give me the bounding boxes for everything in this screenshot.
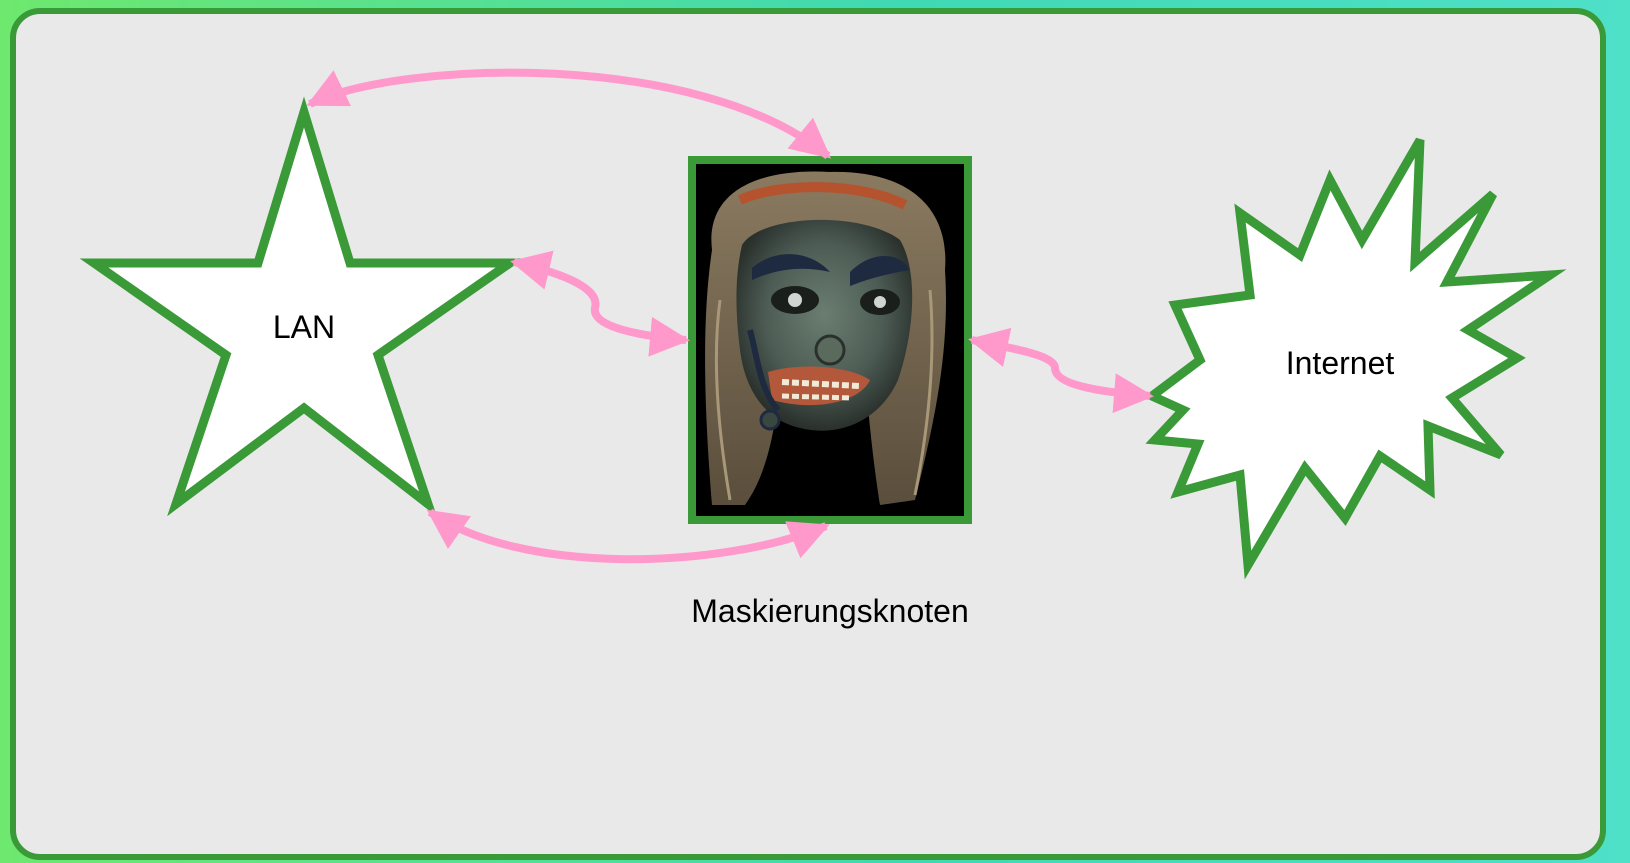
arrow-top-arc xyxy=(310,73,828,156)
lan-star-shape[interactable] xyxy=(94,112,510,504)
internet-label: Internet xyxy=(1286,345,1395,381)
lan-label: LAN xyxy=(273,309,335,345)
masking-node-label: Maskierungsknoten xyxy=(691,593,968,629)
arrow-masking-node-to-internet xyxy=(972,340,1150,396)
arrow-lan-to-masking-node xyxy=(514,262,686,340)
masking-node[interactable] xyxy=(692,160,968,520)
